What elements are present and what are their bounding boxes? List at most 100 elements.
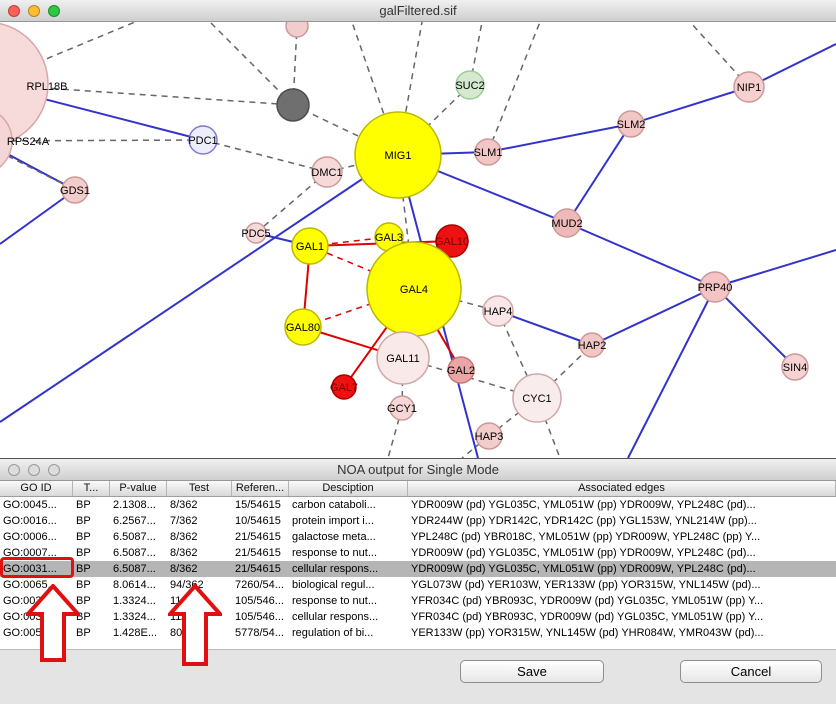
node-cyc1[interactable] — [512, 373, 562, 423]
table-cell[interactable]: 6.5087... — [113, 531, 156, 543]
edge-RPS24A-GDS1[interactable] — [0, 141, 76, 191]
table-cell[interactable]: cellular respons... — [292, 611, 379, 623]
table-cell[interactable]: YDR009W (pd) YGL035C, YML051W (pp) YDR00… — [411, 563, 756, 575]
edge-MIG1-aBL[interactable] — [0, 154, 399, 423]
column-header-desciption[interactable]: Desciption — [289, 481, 408, 496]
edge-DARK1-aT1[interactable] — [209, 22, 294, 106]
table-cell[interactable]: 8/362 — [170, 547, 198, 559]
table-cell[interactable]: galactose meta... — [292, 531, 376, 543]
table-cell[interactable]: response to nut... — [292, 547, 377, 559]
table-cell[interactable]: biological regul... — [292, 579, 375, 591]
table-cell[interactable]: 7/362 — [170, 515, 198, 527]
node-gal2[interactable] — [447, 356, 475, 384]
table-cell[interactable]: carbon cataboli... — [292, 499, 376, 511]
edge-PRP40-aB2[interactable] — [627, 286, 716, 458]
table-row[interactable]: GO:0050...BP1.428E...80/3625778/54...reg… — [0, 625, 836, 641]
edge-RPL18B-DARK1[interactable] — [0, 84, 294, 106]
column-header-t-[interactable]: T... — [73, 481, 110, 496]
node-gal11[interactable] — [376, 331, 430, 385]
table-cell[interactable]: YFR034C (pd) YBR093C, YDR009W (pd) YGL03… — [411, 595, 764, 607]
table-cell[interactable]: 8/362 — [170, 499, 198, 511]
table-cell[interactable]: response to nut... — [292, 595, 377, 607]
node-gds1[interactable] — [61, 176, 89, 204]
table-cell[interactable]: GO:0065... — [3, 579, 57, 591]
table-cell[interactable]: YPL248C (pd) YBR018C, YML051W (pp) YDR00… — [411, 531, 761, 543]
table-cell[interactable]: 21/54615 — [235, 531, 281, 543]
edge-MUD2-SLM2[interactable] — [566, 123, 632, 224]
table-row[interactable]: GO:0031...BP1.3324...11/362105/546...cel… — [0, 609, 836, 625]
minimize-button[interactable] — [28, 464, 40, 476]
node-sin4[interactable] — [781, 353, 809, 381]
edge-PRP40-aR1[interactable] — [714, 249, 836, 288]
edge-GDS1-aL3[interactable] — [0, 189, 76, 245]
table-cell[interactable]: YDR009W (pd) YGL035C, YML051W (pp) YDR00… — [411, 499, 756, 511]
node-nip1[interactable] — [733, 71, 765, 103]
table-cell[interactable]: GO:0006... — [3, 531, 57, 543]
node-pdc5[interactable] — [245, 222, 267, 244]
node-hap3[interactable] — [475, 422, 503, 450]
noa-window-titlebar[interactable]: NOA output for Single Mode — [0, 459, 836, 481]
table-cell[interactable]: cellular respons... — [292, 563, 379, 575]
minimize-button[interactable] — [28, 5, 40, 17]
column-header-test[interactable]: Test — [167, 481, 232, 496]
save-button[interactable]: Save — [460, 660, 604, 683]
table-cell[interactable]: BP — [76, 563, 91, 575]
table-cell[interactable]: 1.3324... — [113, 595, 156, 607]
table-cell[interactable]: YDR009W (pd) YGL035C, YML051W (pp) YDR00… — [411, 547, 756, 559]
table-cell[interactable]: GO:0045... — [3, 499, 57, 511]
edge-SLM2-NIP1[interactable] — [630, 86, 750, 125]
zoom-button[interactable] — [48, 5, 60, 17]
close-button[interactable] — [8, 5, 20, 17]
edge-GCY1-aB5[interactable] — [387, 407, 403, 458]
edge-NIP1-aTR[interactable] — [748, 43, 836, 88]
table-cell[interactable]: YER133W (pp) YOR315W, YNL145W (pd) YHR08… — [411, 627, 764, 639]
table-cell[interactable]: regulation of bi... — [292, 627, 374, 639]
edge-SLM1-aT5[interactable] — [487, 22, 541, 153]
node-rpl18b[interactable] — [0, 22, 49, 146]
edge-GAL4-GAL1[interactable] — [309, 245, 415, 290]
table-cell[interactable]: BP — [76, 499, 91, 511]
close-button[interactable] — [8, 464, 20, 476]
table-cell[interactable]: YGL073W (pd) YER103W, YER133W (pp) YOR31… — [411, 579, 761, 591]
edge-SLM1-SLM2[interactable] — [487, 123, 632, 153]
column-header-referen-[interactable]: Referen... — [232, 481, 289, 496]
node-rps24a[interactable] — [0, 107, 13, 175]
node-slm1[interactable] — [474, 138, 502, 166]
table-cell[interactable]: GO:0031... — [3, 563, 57, 575]
table-cell[interactable]: 2.1308... — [113, 499, 156, 511]
edge-HAP4-HAP2[interactable] — [497, 310, 593, 346]
node-gal80[interactable] — [284, 308, 322, 346]
table-cell[interactable]: GO:0007... — [3, 547, 57, 559]
table-cell[interactable]: 5778/54... — [235, 627, 284, 639]
node-gal1[interactable] — [291, 227, 329, 265]
table-cell[interactable]: 105/546... — [235, 595, 284, 607]
table-cell[interactable]: 6.5087... — [113, 547, 156, 559]
table-cell[interactable]: 6.5087... — [113, 563, 156, 575]
edge-RPS24A-PDC1[interactable] — [0, 139, 204, 142]
column-header-go-id[interactable]: GO ID — [0, 481, 73, 496]
node-mig1[interactable] — [354, 111, 442, 199]
edge-HAP2-PRP40[interactable] — [591, 286, 716, 346]
table-cell[interactable]: YFR034C (pd) YBR093C, YDR009W (pd) YGL03… — [411, 611, 764, 623]
table-cell[interactable]: 21/54615 — [235, 563, 281, 575]
table-cell[interactable]: GO:0016... — [3, 515, 57, 527]
table-cell[interactable]: 1.3324... — [113, 611, 156, 623]
table-cell[interactable]: BP — [76, 547, 91, 559]
graph-window-titlebar[interactable]: galFiltered.sif — [0, 0, 836, 22]
edge-GAL4-GAL80[interactable] — [302, 288, 415, 328]
node-mud2[interactable] — [552, 208, 582, 238]
table-cell[interactable]: 10/54615 — [235, 515, 281, 527]
table-cell[interactable]: 15/54615 — [235, 499, 281, 511]
network-canvas[interactable]: RPL18BRPS24AGDS1PDC1DMC1MIG1SUC2SLM1SLM2… — [0, 22, 836, 458]
table-row[interactable]: GO:0031...BP1.3324...11/362105/546...res… — [0, 593, 836, 609]
table-row[interactable]: GO:0045... BP 2.1308... 8/362 15/54615 carbon… — [0, 497, 836, 513]
edge-PRP40-SIN4[interactable] — [714, 286, 796, 368]
zoom-button[interactable] — [48, 464, 60, 476]
edge-SUC2-MIG1[interactable] — [397, 84, 471, 156]
node-top1[interactable] — [285, 22, 309, 38]
node-prp40[interactable] — [699, 271, 731, 303]
cancel-button[interactable]: Cancel — [680, 660, 822, 683]
